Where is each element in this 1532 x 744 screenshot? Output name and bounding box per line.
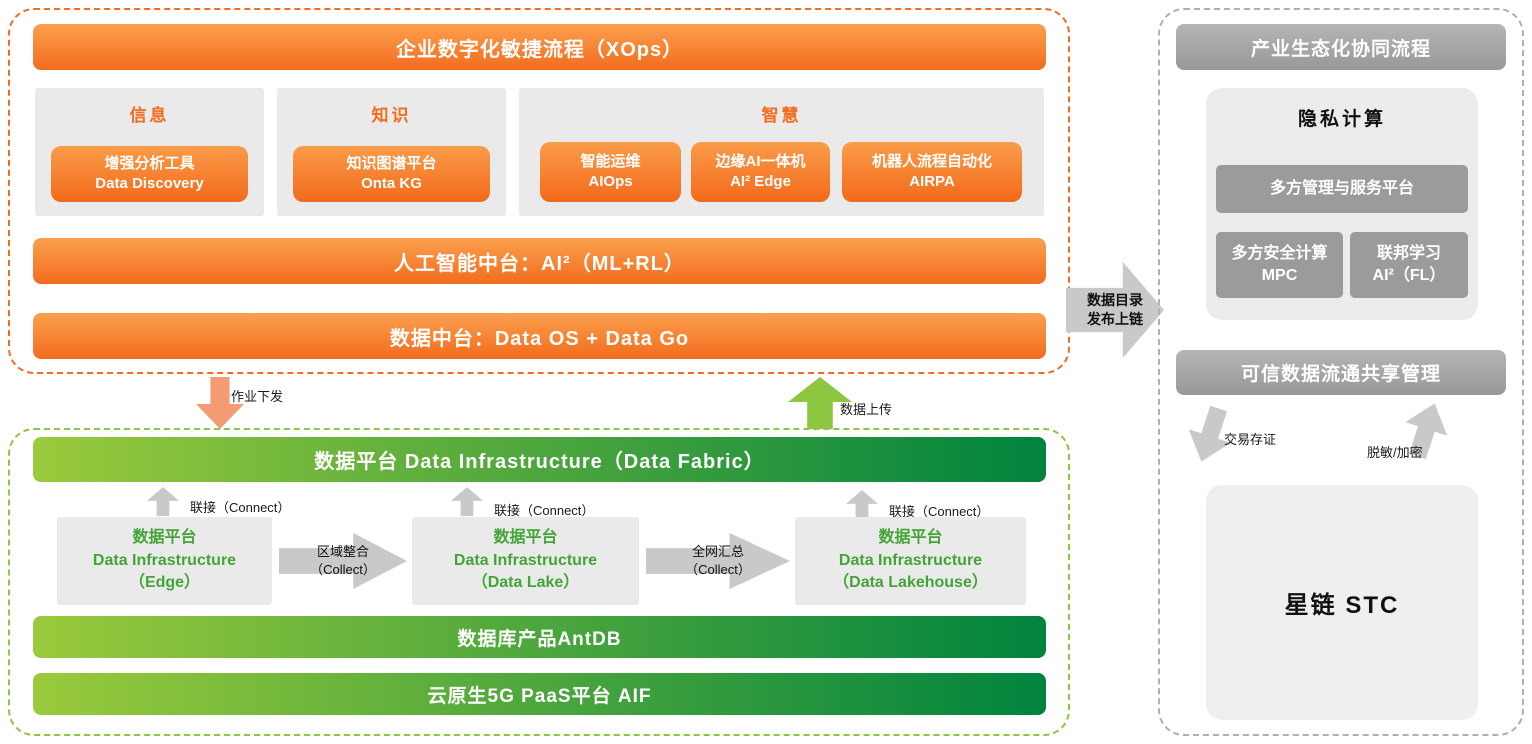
collect-arrow-global: 全网汇总 （Collect） [646, 533, 790, 589]
privacy-platform-label: 多方管理与服务平台 [1269, 179, 1414, 197]
group-wisdom-title: 智慧 [761, 106, 802, 125]
data-middle-platform-label: 数据中台：Data OS + Data Go [389, 327, 690, 350]
chip-line: AIRPA [909, 173, 955, 190]
collect-line2: （Collect） [685, 562, 751, 577]
mpc-button: 多方安全计算 MPC [1216, 232, 1343, 298]
chip-line: AIOps [588, 173, 633, 190]
node-data-lakehouse: 数据平台 Data Infrastructure （Data Lakehouse… [795, 517, 1026, 605]
chip-ai-edge: 边缘AI一体机 AI² Edge [691, 142, 830, 202]
chip-line: AI² Edge [730, 173, 791, 190]
fl-button: 联邦学习 AI²（FL） [1350, 232, 1468, 298]
eco-region-border [1158, 8, 1524, 736]
data-upload-label: 数据上传 [840, 402, 893, 417]
collect-arrow-regional: 区域整合 （Collect） [279, 533, 407, 589]
catalog-publish-line1: 数据目录 [1087, 292, 1143, 309]
collect-line1: 区域整合 [316, 544, 369, 560]
mpc-line: MPC [1261, 267, 1298, 284]
ai-middle-platform-label: 人工智能中台：AI²（ML+RL） [394, 252, 685, 275]
connect-label-2: 联接（Connect） [494, 503, 595, 518]
xops-region-border [8, 8, 1070, 374]
data-middle-platform-banner: 数据中台：Data OS + Data Go [33, 313, 1046, 359]
stc-label: 星链 STC [1284, 592, 1400, 619]
chip-line: Data Discovery [95, 175, 204, 192]
fl-line: AI²（FL） [1372, 267, 1446, 284]
chip-aiops: 智能运维 AIOps [540, 142, 681, 202]
job-dispatch-label: 作业下发 [231, 389, 284, 404]
connect-label-3: 联接（Connect） [889, 504, 990, 519]
catalog-publish-arrow: 数据目录 发布上链 [1066, 262, 1164, 358]
node-line: Data Infrastructure [838, 551, 983, 569]
privacy-platform-button: 多方管理与服务平台 [1216, 165, 1468, 213]
eco-banner-label: 产业生态化协同流程 [1250, 38, 1431, 60]
mpc-line: 多方安全计算 [1231, 244, 1328, 262]
data-fabric-banner: 数据平台 Data Infrastructure（Data Fabric） [33, 437, 1046, 482]
node-line: 数据平台 [132, 529, 197, 547]
node-line: （Data Lake） [471, 574, 580, 592]
aif-label: 云原生5G PaaS平台 AIF [427, 685, 652, 707]
xops-banner-label: 企业数字化敏捷流程（XOps） [395, 38, 684, 61]
data-fabric-label: 数据平台 Data Infrastructure（Data Fabric） [314, 451, 765, 473]
group-information-title: 信息 [129, 106, 170, 125]
node-line: （Data Lakehouse） [833, 574, 988, 592]
aif-banner: 云原生5G PaaS平台 AIF [33, 673, 1046, 715]
chip-airpa: 机器人流程自动化 AIRPA [842, 142, 1022, 202]
node-edge: 数据平台 Data Infrastructure （Edge） [57, 517, 272, 605]
ai-middle-platform-banner: 人工智能中台：AI²（ML+RL） [33, 238, 1046, 284]
group-knowledge-title: 知识 [371, 106, 412, 125]
connect-label-1: 联接（Connect） [190, 500, 291, 515]
collect-line1: 全网汇总 [691, 544, 744, 560]
fl-line: 联邦学习 [1376, 244, 1441, 262]
trusted-data-banner: 可信数据流通共享管理 [1176, 350, 1506, 395]
collect-line2: （Collect） [310, 562, 376, 577]
chip-line: 边缘AI一体机 [715, 152, 806, 170]
chip-data-discovery: 增强分析工具 Data Discovery [51, 146, 248, 202]
catalog-publish-line2: 发布上链 [1087, 311, 1143, 327]
antdb-banner: 数据库产品AntDB [33, 616, 1046, 658]
node-line: （Edge） [128, 574, 201, 592]
node-line: Data Infrastructure [453, 551, 598, 569]
xops-banner: 企业数字化敏捷流程（XOps） [33, 24, 1046, 70]
privacy-title: 隐私计算 [1297, 109, 1386, 130]
mask-label: 脱敏/加密 [1367, 445, 1423, 460]
node-line: 数据平台 [878, 529, 943, 547]
chip-onta-kg: 知识图谱平台 Onta KG [293, 146, 490, 202]
chip-line: 智能运维 [580, 152, 641, 170]
node-line: 数据平台 [493, 529, 558, 547]
infra-region-border [8, 428, 1070, 736]
chip-line: 知识图谱平台 [346, 154, 437, 172]
chip-line: 机器人流程自动化 [871, 152, 992, 170]
chip-line: 增强分析工具 [104, 154, 195, 172]
antdb-label: 数据库产品AntDB [457, 628, 622, 650]
trusted-data-label: 可信数据流通共享管理 [1240, 364, 1441, 385]
node-data-lake: 数据平台 Data Infrastructure （Data Lake） [412, 517, 639, 605]
node-line: Data Infrastructure [92, 551, 237, 569]
chip-line: Onta KG [361, 175, 422, 192]
eco-banner: 产业生态化协同流程 [1176, 24, 1506, 70]
stc-box: 星链 STC [1206, 485, 1478, 720]
deposit-label: 交易存证 [1224, 432, 1277, 447]
